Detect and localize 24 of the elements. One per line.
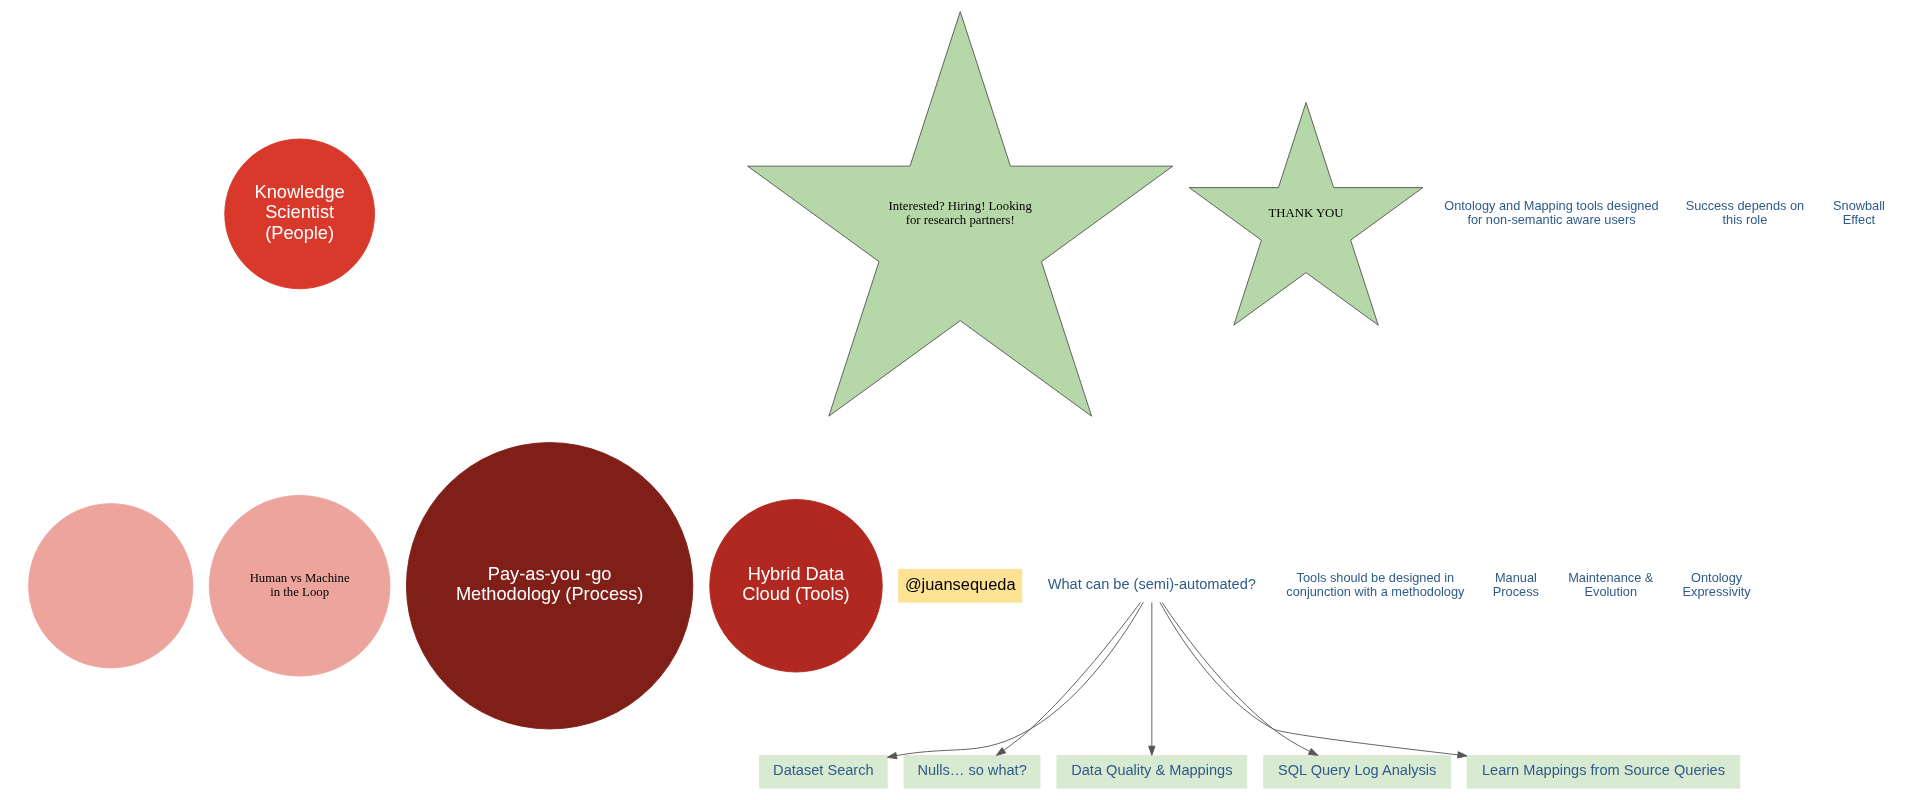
arrow: [995, 601, 1141, 756]
node-box: Nulls… so what?: [903, 755, 1041, 789]
label: Success depends on this role: [1685, 198, 1805, 228]
label: Ontology and Mapping tools designed for non-semantic aware users: [1444, 198, 1659, 228]
node-box: Learn Mappings from Source Queries: [1466, 755, 1741, 789]
node-box: Data Quality & Mappings: [1056, 755, 1248, 789]
arrow: [887, 601, 1144, 760]
node-text: What can be (semi)-automated?: [1047, 576, 1256, 593]
node-box: Dataset Search: [759, 755, 888, 789]
label: Maintenance & Evolution: [1568, 570, 1654, 599]
arrow: [1148, 601, 1156, 756]
node-circle: Pay-as-you -go Methodology (Process): [405, 442, 694, 730]
label: Tools should be designed in conjunction with a methodology: [1286, 570, 1465, 599]
node-box: SQL Query Log Analysis: [1263, 755, 1452, 789]
node-circle: [28, 503, 194, 669]
node-circle: Human vs Machine in the Loop: [208, 495, 391, 677]
arrow: [1161, 602, 1319, 756]
label: Snowball Effect: [1833, 198, 1885, 228]
node-circle: Knowledge Scientist (People): [224, 138, 375, 290]
label: Ontology Expressivity: [1682, 570, 1751, 599]
node-circle: Hybrid Data Cloud (Tools): [709, 499, 883, 673]
arrow: [1159, 601, 1468, 759]
node-box: @juansequeda: [898, 568, 1023, 603]
label: Manual Process: [1492, 570, 1539, 599]
